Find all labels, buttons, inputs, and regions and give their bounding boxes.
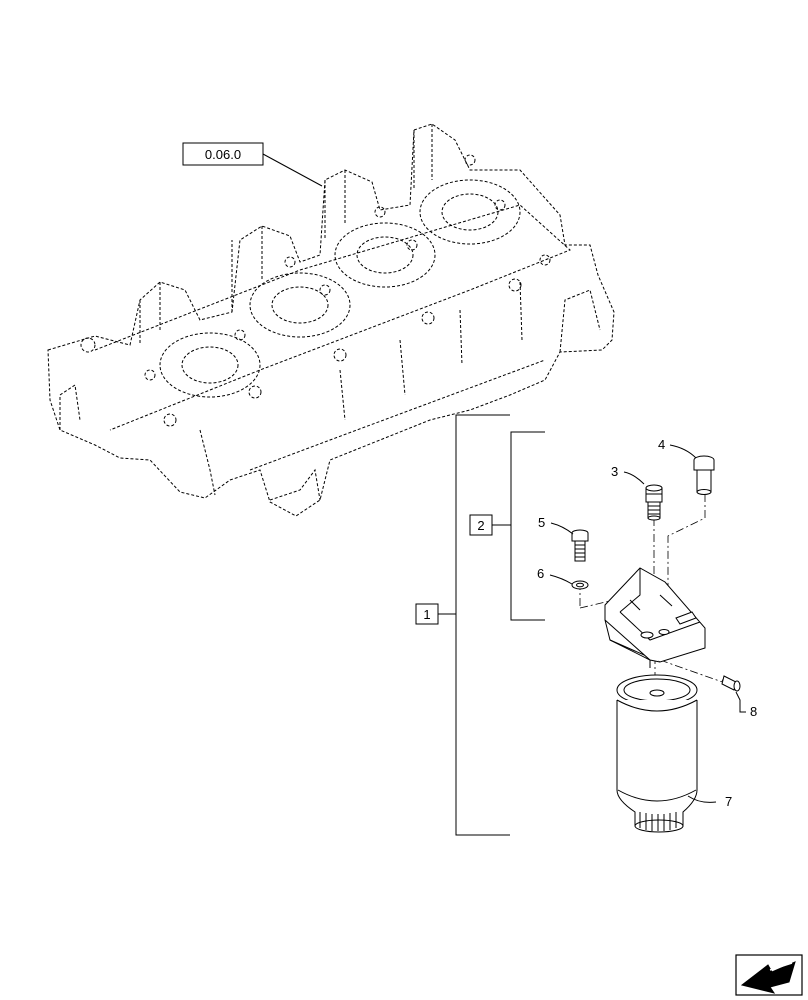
group-bracket-2 xyxy=(492,431,545,621)
group-bracket-1 xyxy=(438,414,510,836)
part-7-filter-cartridge[interactable] xyxy=(616,674,698,833)
reference-box-label: 0.06.0 xyxy=(205,147,241,162)
callout-5: 5 xyxy=(538,515,545,530)
reference-box[interactable]: 0.06.0 xyxy=(182,142,264,166)
part-8-bolt[interactable] xyxy=(721,675,741,692)
callout-7: 7 xyxy=(725,794,732,809)
part-4-fitting[interactable] xyxy=(693,455,715,495)
part-3-bleed-screw[interactable] xyxy=(645,484,663,521)
filter-head-bracket[interactable] xyxy=(604,567,706,668)
group-label-2-text: 2 xyxy=(477,518,484,533)
callout-4: 4 xyxy=(658,437,665,452)
part-6-washer[interactable] xyxy=(571,580,589,590)
cylinder-head-reference xyxy=(47,123,615,517)
part-5-bolt[interactable] xyxy=(571,529,589,562)
callout-3: 3 xyxy=(611,464,618,479)
group-label-1[interactable]: 1 xyxy=(415,603,439,625)
callout-6: 6 xyxy=(537,566,544,581)
group-label-1-text: 1 xyxy=(423,607,430,622)
group-label-2[interactable]: 2 xyxy=(469,514,493,536)
callout-leaders xyxy=(549,444,746,803)
callout-8: 8 xyxy=(750,704,757,719)
next-page-arrow-icon[interactable] xyxy=(735,954,803,996)
reference-leader-line xyxy=(262,153,323,187)
